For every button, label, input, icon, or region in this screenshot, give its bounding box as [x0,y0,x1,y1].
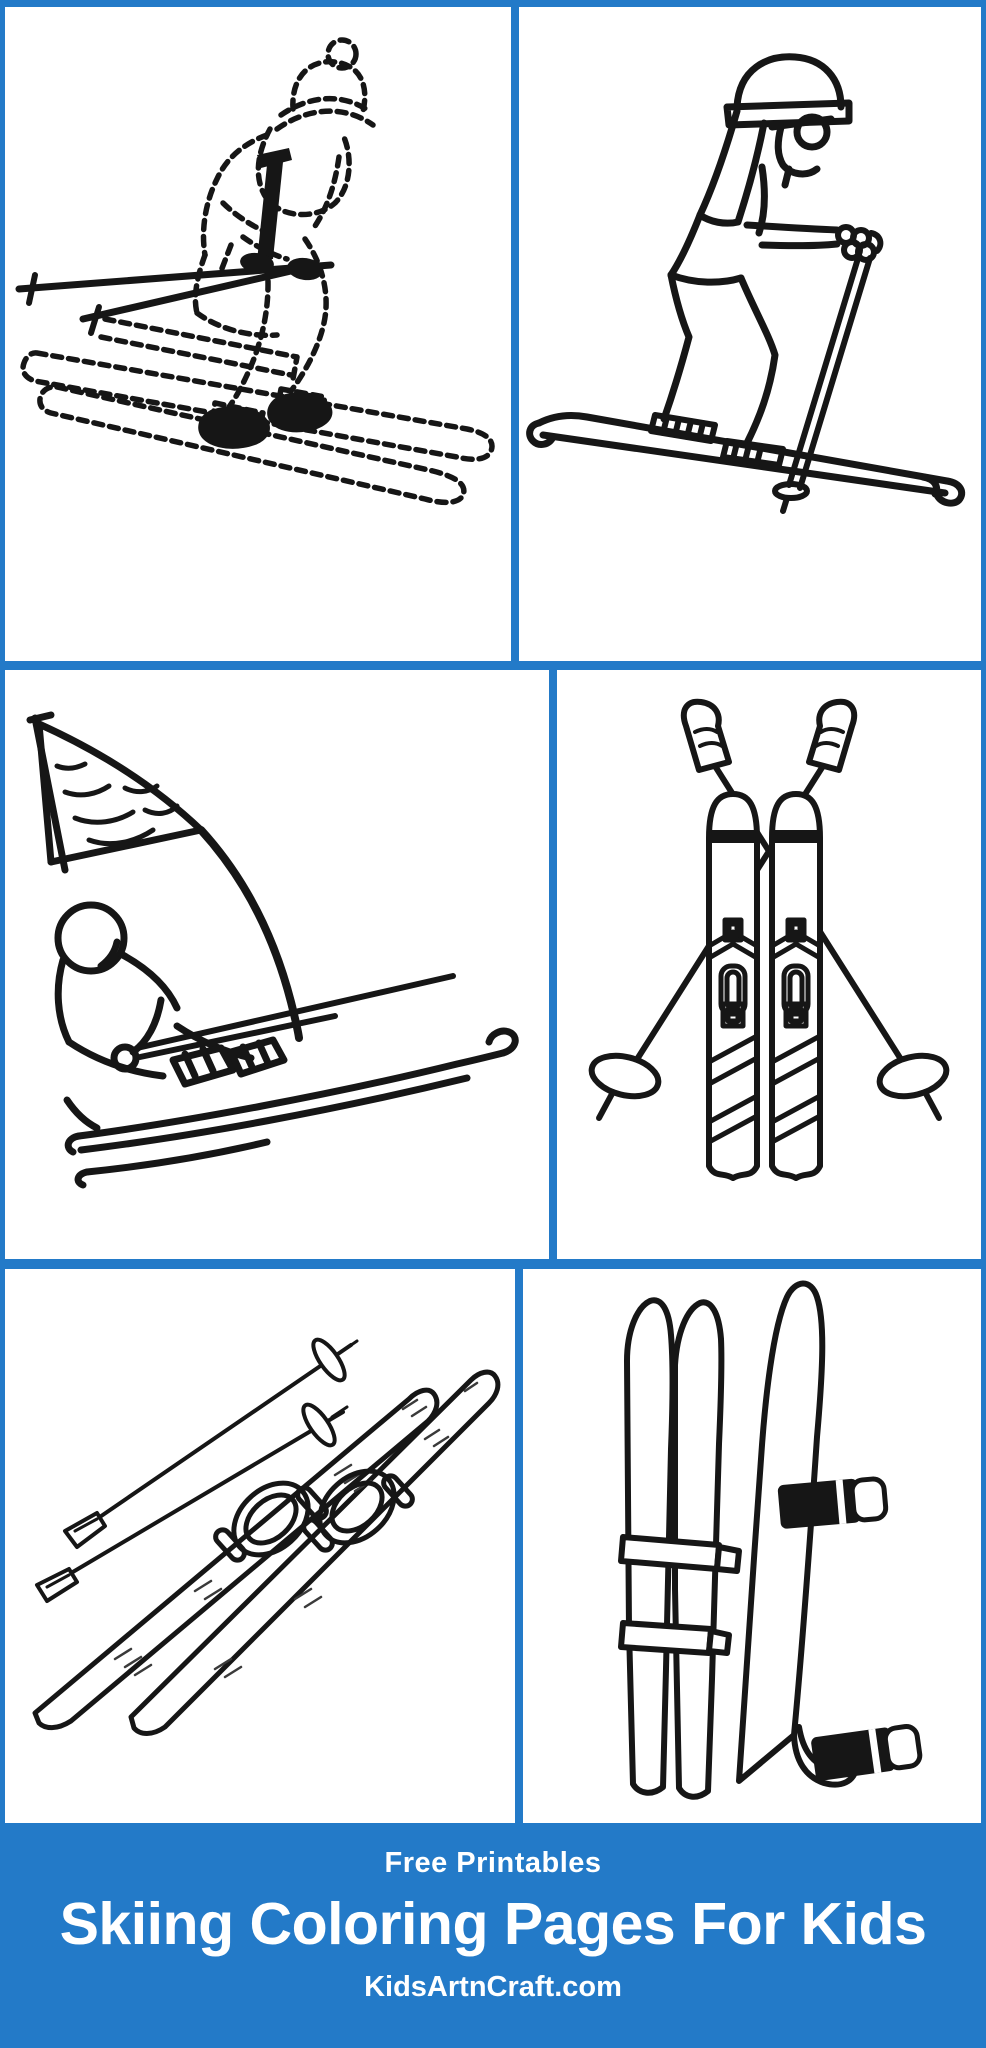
sit-skier-with-flag-drawing [26,711,519,1189]
free-printables-label: Free Printables [384,1847,602,1879]
standing-skis-drawing [618,1280,923,1800]
page-title: Skiing Coloring Pages For Kids [59,1891,927,1957]
upright-skis-crossed-poles-drawing [588,698,950,1181]
coloring-page-sit-skier-flag [5,670,549,1259]
coloring-page-standing-skis [523,1269,981,1823]
dashed-skier-drawing [15,37,495,506]
footer-banner: Free Printables Skiing Coloring Pages Fo… [0,1823,986,2048]
sketched-skis-and-poles-drawing [32,1337,501,1736]
coloring-page-sketched-skis [5,1269,515,1823]
coloring-page-skis-crossed-poles [557,670,981,1259]
coloring-page-dashed-skier [5,7,511,661]
coloring-page-skier-poles [519,7,981,661]
website-url: KidsArtnCraft.com [364,1971,622,2003]
skier-leaning-on-poles-drawing [526,53,966,514]
